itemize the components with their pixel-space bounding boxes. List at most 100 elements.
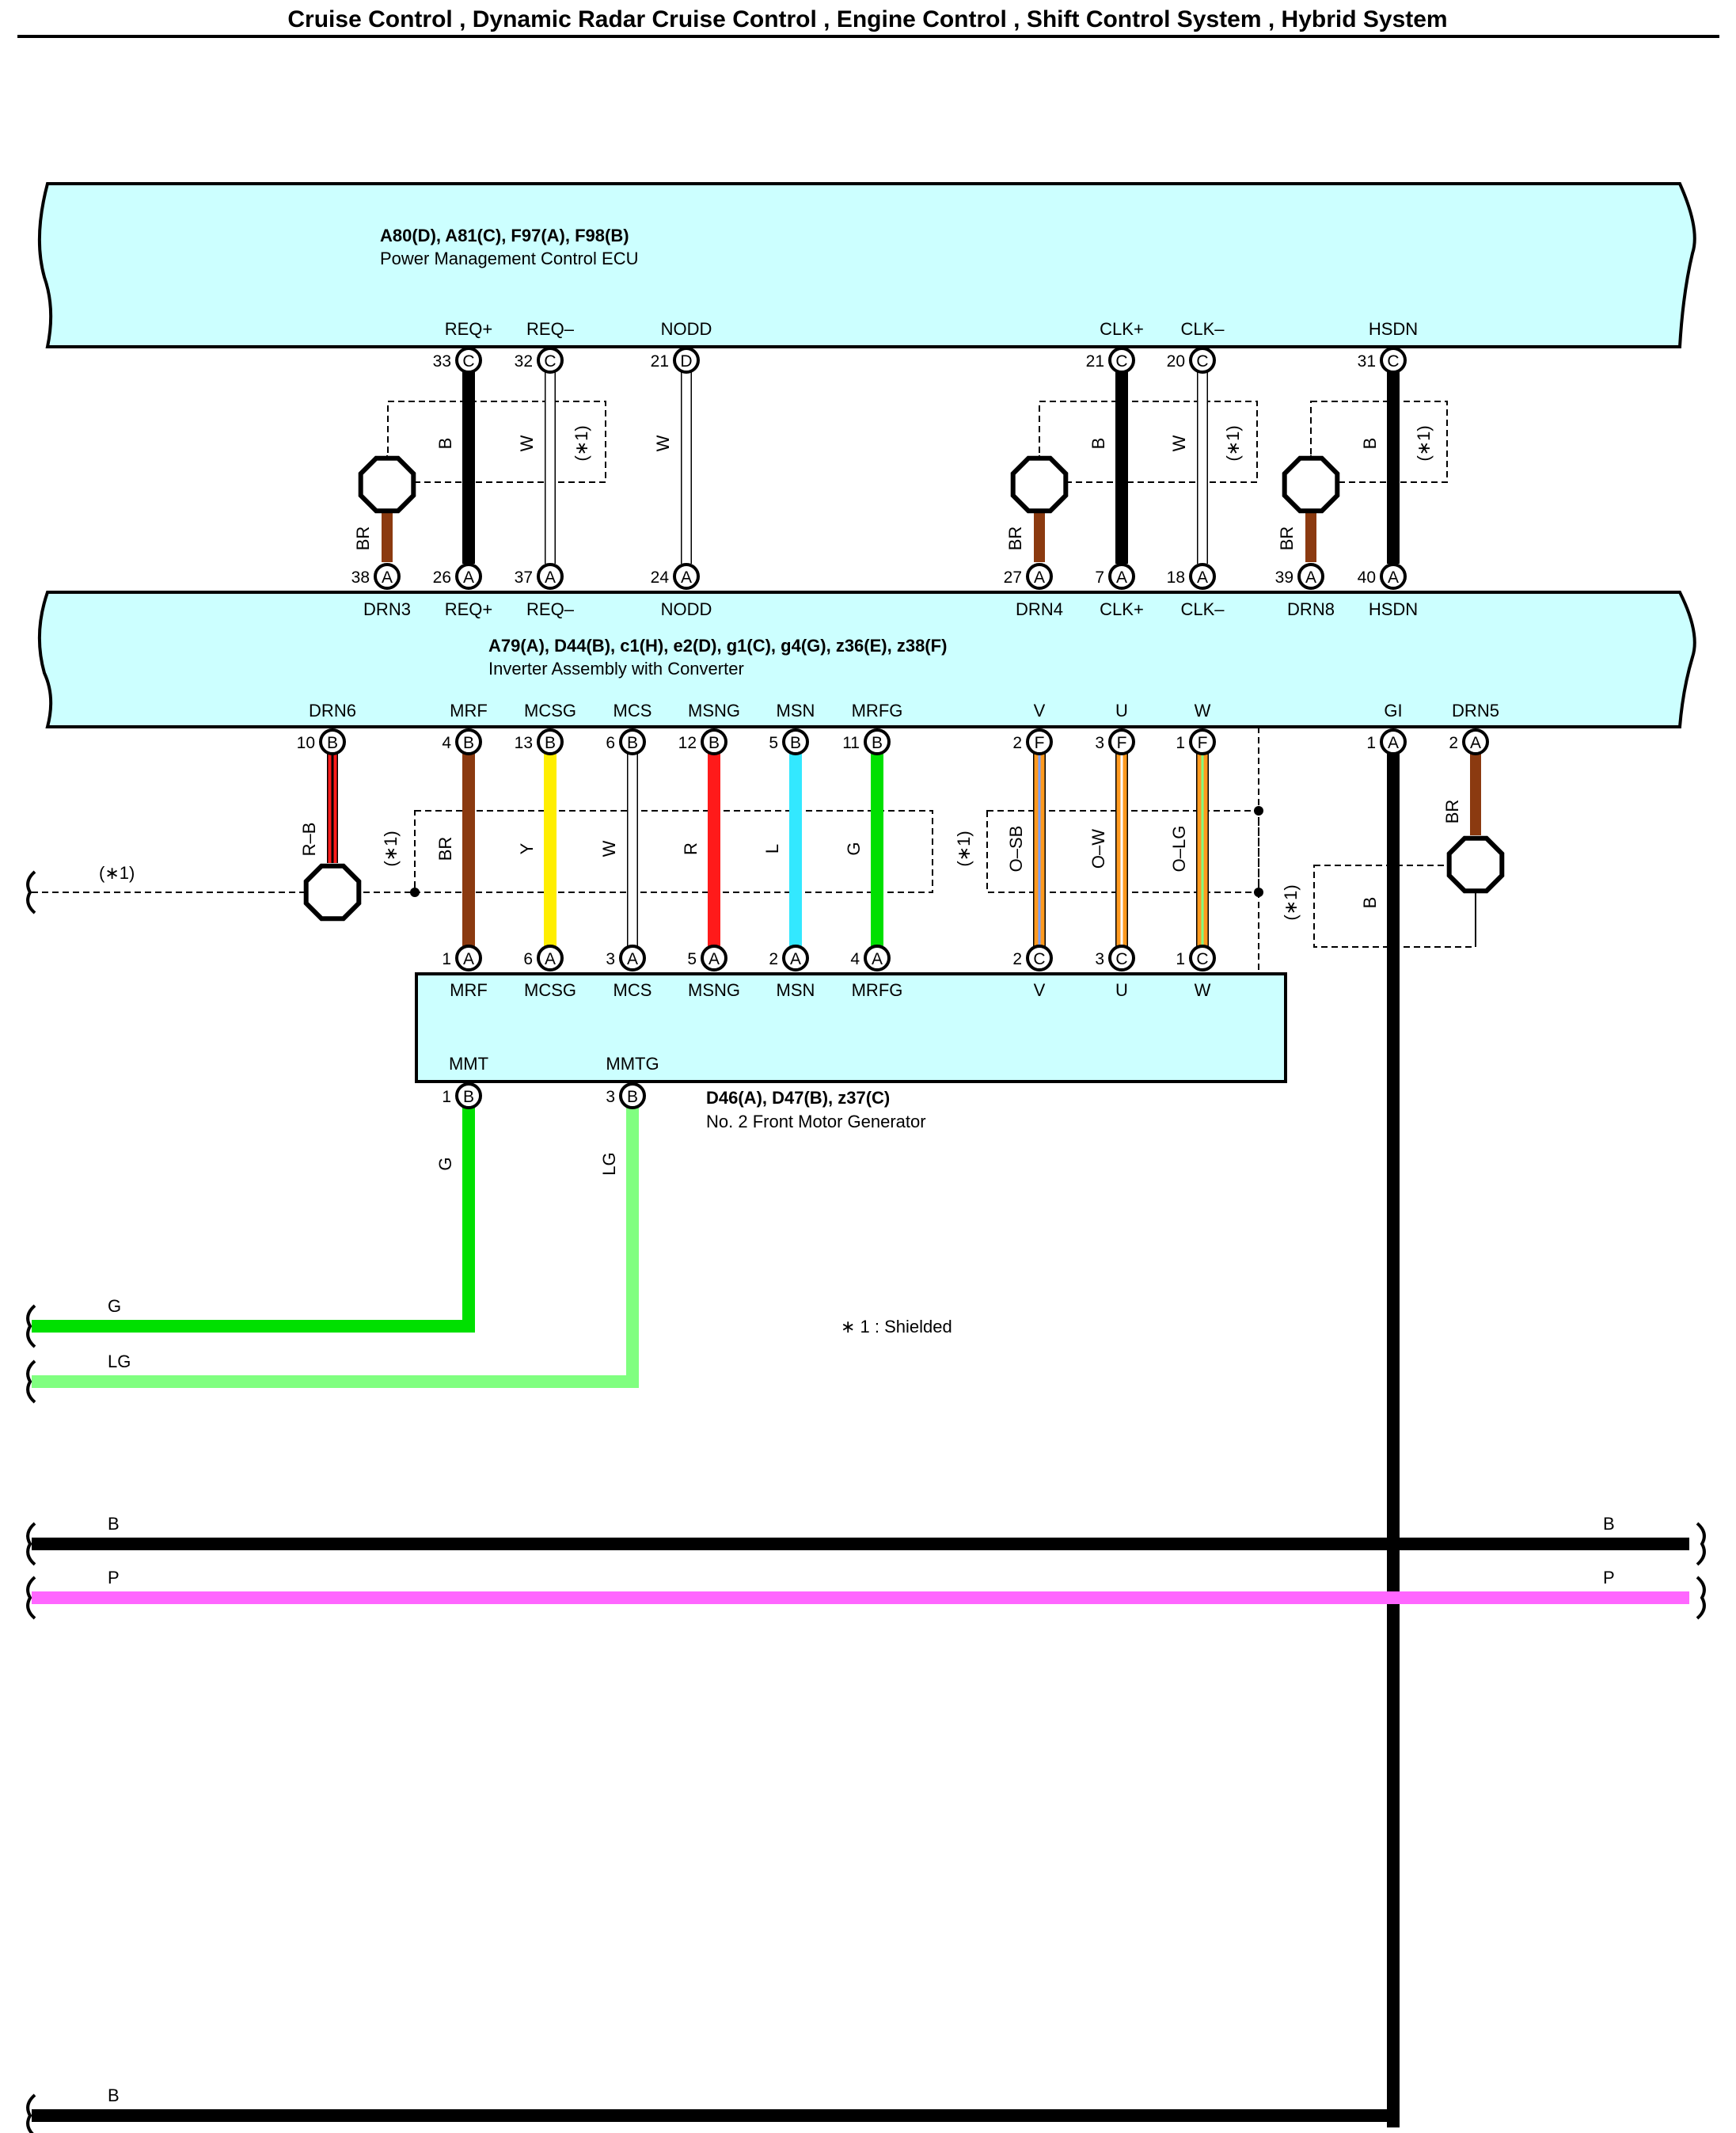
lower-wire-label-9: O–LG (1169, 826, 1189, 873)
inv-bot-MCS-pin-number: 6 (606, 734, 615, 752)
lower-wire-label-10: BR (1442, 800, 1462, 824)
ecu-term-name-5: HSDN (1369, 319, 1418, 339)
motor-bot-MMTG-terminal (619, 1082, 646, 1109)
inv-bot-MSNG-terminal (701, 728, 727, 755)
shield-mark-gi: (∗1) (1281, 884, 1301, 920)
inv-top-DRN4-conn-letter: A (1034, 568, 1045, 587)
lower-wire-label-1: BR (435, 837, 455, 861)
motor-codes: D46(A), D47(B), z37(C) (706, 1088, 890, 1108)
inv-bot-GI-pin-number: 1 (1366, 734, 1376, 752)
right-brace-0 (1696, 1522, 1706, 1566)
shield-box-hsdn (1310, 401, 1448, 483)
shield-mark-left-line: (∗1) (99, 863, 135, 883)
inv-top-name-5: CLK+ (1100, 599, 1144, 619)
motor-bot-name-1: MMTG (606, 1054, 659, 1074)
motor-top-MRFG-terminal (864, 945, 891, 971)
ecu-NODD-terminal (673, 347, 700, 374)
inv-bot-MCSG-conn-letter: B (545, 734, 556, 752)
inv-bot-MRF-conn-letter: B (463, 734, 474, 752)
inv-bot-MSN-terminal (782, 728, 809, 755)
ecu-CLK+-conn-letter: C (1115, 352, 1127, 371)
ecu-REQ+-conn-letter: C (462, 352, 474, 371)
inv-bot-name-4: MSNG (688, 701, 740, 721)
shield-junction-dot (410, 888, 420, 897)
left-brace-2 (26, 1522, 36, 1566)
inv-top-CLK–-pin-number: 18 (1167, 568, 1185, 587)
motor-top-V-conn-letter: C (1033, 950, 1045, 968)
wire-mmtg (32, 1106, 639, 1388)
shield-junction-dot-uvw-2 (1254, 888, 1263, 897)
inv-bot-name-11: DRN5 (1452, 701, 1499, 721)
inv-bot-MCSG-pin-number: 13 (515, 734, 533, 752)
inv-bot-MRFG-pin-number: 11 (842, 734, 860, 752)
inv-top-DRN3-conn-letter: A (382, 568, 393, 587)
inv-bot-name-1: MRF (450, 701, 488, 721)
ecu-CLK–-pin-number: 20 (1167, 352, 1185, 371)
motor-top-U-pin-number: 3 (1095, 950, 1104, 968)
motor-top-name-3: MSNG (688, 980, 740, 1000)
motor-top-MRF-conn-letter: A (463, 950, 474, 968)
motor-top-name-0: MRF (450, 980, 488, 1000)
inv-top-name-4: DRN4 (1016, 599, 1063, 619)
lower-wire-label-2: Y (517, 842, 537, 854)
lower-wire-label-8: O–W (1088, 829, 1108, 869)
motor-top-MRF-pin-number: 1 (442, 950, 451, 968)
inv-bot-U-terminal (1108, 728, 1135, 755)
upper-wire-label-0: BR (353, 527, 373, 551)
inv-bot-MSN-conn-letter: B (790, 734, 801, 752)
ecu-CLK–-conn-letter: C (1196, 352, 1208, 371)
inv-bot-name-5: MSN (777, 701, 815, 721)
inv-top-HSDN-terminal (1380, 563, 1407, 590)
inv-bot-MSNG-conn-letter: B (708, 734, 720, 752)
inv-bot-MSNG-pin-number: 12 (678, 734, 697, 752)
inv-bot-DRN5-conn-letter: A (1470, 734, 1481, 752)
inv-bot-name-10: GI (1384, 701, 1402, 721)
inv-top-CLK+-pin-number: 7 (1095, 568, 1104, 587)
inv-bot-U-pin-number: 3 (1095, 734, 1104, 752)
drn3-shield-ground-symbol (358, 455, 416, 514)
motor-top-W-pin-number: 1 (1176, 950, 1185, 968)
inv-bot-W-terminal (1189, 728, 1216, 755)
motor-top-name-6: V (1034, 980, 1046, 1000)
motor-top-MSN-terminal (782, 945, 809, 971)
motor-top-MCSG-pin-number: 6 (523, 950, 533, 968)
inv-top-DRN8-terminal (1297, 563, 1324, 590)
motor-bot-MMT-pin-number: 1 (442, 1088, 451, 1106)
ecu-NODD-pin-number: 21 (651, 352, 669, 371)
inv-bot-DRN5-pin-number: 2 (1449, 734, 1458, 752)
inv-top-NODD-conn-letter: A (681, 568, 692, 587)
ecu-CLK+-pin-number: 21 (1086, 352, 1104, 371)
inv-top-HSDN-conn-letter: A (1388, 568, 1399, 587)
lower-wire-label-7: O–SB (1006, 826, 1026, 873)
ecu-term-name-0: REQ+ (445, 319, 493, 339)
diagram-title: Cruise Control , Dynamic Radar Cruise Co… (287, 6, 1447, 32)
motor-name: No. 2 Front Motor Generator (706, 1112, 926, 1131)
ecu-REQ–-pin-number: 32 (515, 352, 533, 371)
inv-top-CLK–-conn-letter: A (1197, 568, 1208, 587)
inv-top-name-8: HSDN (1369, 599, 1418, 619)
ecu-HSDN-terminal (1380, 347, 1407, 374)
ecu-term-name-1: REQ– (526, 319, 575, 339)
motor-bot-MMTG-conn-letter: B (627, 1088, 638, 1106)
shield-box-resolver (414, 810, 933, 893)
motor-top-MCS-pin-number: 3 (606, 950, 615, 968)
shield-junction-dot-uvw-1 (1254, 806, 1263, 816)
inv-bot-DRN6-terminal (319, 728, 346, 755)
lower-wire-label-3: W (599, 840, 619, 857)
inv-top-name-0: DRN3 (363, 599, 411, 619)
inv-top-name-3: NODD (661, 599, 712, 619)
inv-top-REQ–-terminal (537, 563, 564, 590)
ecu-codes: A80(D), A81(C), F97(A), F98(B) (380, 226, 629, 245)
upper-wire-label-7: BR (1277, 527, 1297, 551)
motor-top-MSNG-pin-number: 5 (687, 950, 697, 968)
lower-wire-label-11: B (1360, 897, 1380, 909)
inv-top-name-2: REQ– (526, 599, 575, 619)
inv-bot-V-pin-number: 2 (1012, 734, 1022, 752)
inv-top-REQ+-terminal (455, 563, 482, 590)
inv-bot-U-conn-letter: F (1117, 734, 1127, 752)
motor-top-V-terminal (1026, 945, 1053, 971)
shield-box-clk (1039, 401, 1258, 483)
ecu-REQ–-terminal (537, 347, 564, 374)
inv-bot-DRN6-conn-letter: B (327, 734, 338, 752)
